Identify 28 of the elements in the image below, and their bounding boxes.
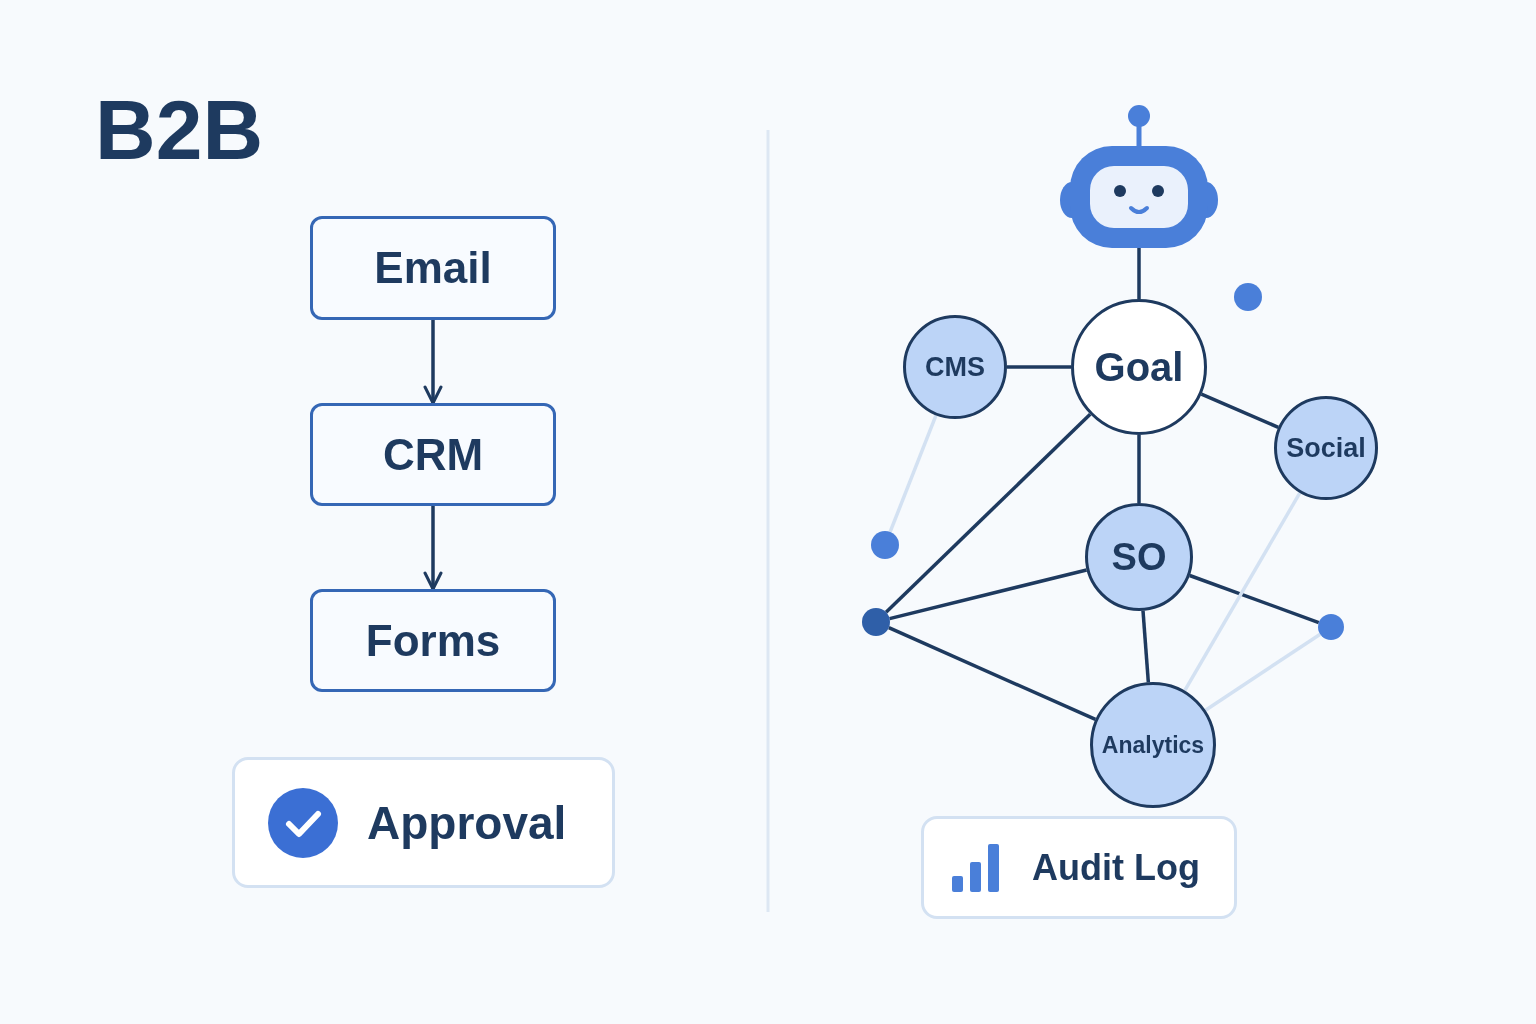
status-card — [232, 757, 615, 888]
connector-line — [1204, 632, 1322, 712]
connector-line — [888, 626, 1097, 722]
node-label: Forms — [365, 618, 501, 663]
connector-line — [1183, 492, 1302, 692]
process-box — [310, 403, 556, 506]
log-card — [921, 816, 1237, 919]
node-label: Analytics — [1101, 733, 1205, 757]
connector-line — [1137, 248, 1141, 299]
process-box — [310, 216, 556, 320]
connector-line — [884, 413, 1092, 614]
arrow — [423, 320, 443, 405]
connector-line — [889, 568, 1087, 621]
process-box — [310, 589, 556, 692]
node-label: Audit Log — [1032, 849, 1200, 886]
node-label: SO — [1111, 538, 1167, 576]
connector-line — [1200, 392, 1279, 429]
node-label: CRM — [382, 432, 484, 477]
title: B2B — [95, 88, 264, 172]
connector-line — [1141, 610, 1151, 683]
node-label: Social — [1286, 434, 1366, 462]
node-label: Email — [374, 246, 492, 290]
node-label: CMS — [925, 353, 985, 381]
arrow — [423, 506, 443, 591]
connector-line — [1007, 365, 1071, 369]
connector-line — [1137, 435, 1141, 503]
node-label: Goal — [1094, 347, 1184, 387]
robot-drawing — [1060, 104, 1218, 248]
